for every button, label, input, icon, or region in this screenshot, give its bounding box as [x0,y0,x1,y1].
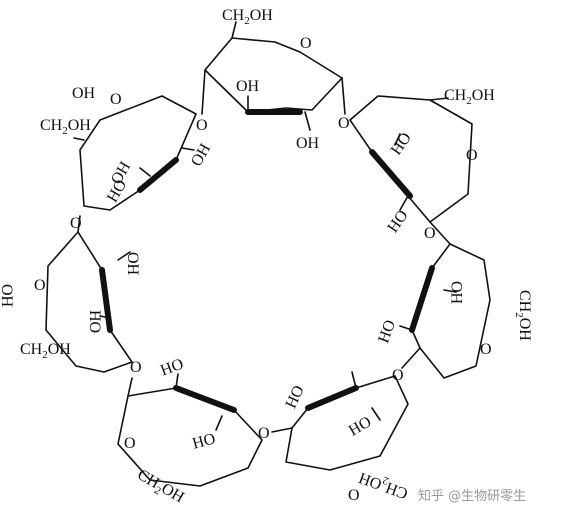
upper-left-oh-outer: OH [188,140,214,169]
upper-right-ch2-bond [429,97,449,101]
glucose-unit-top: CH2OH O OH OH O O [196,7,350,152]
top-ring [204,37,343,113]
lower-left-link [127,377,133,397]
right-bold-edge [409,265,435,333]
glucose-unit-upper-right: CH2OH O HO HO O [349,87,495,245]
lower-right-glycosidic-oxygen: O [258,425,270,442]
right-ring [411,243,491,379]
upper-right-glycosidic-oxygen: O [424,225,436,242]
top-link-right [341,77,346,115]
lower-left-bold-edge [173,385,237,413]
top-ch2-bond [231,21,237,39]
glucose-unit-lower-right: HO HO O CH2OH O [258,371,411,504]
upper-left-ring-oxygen: O [110,91,122,108]
right-oh2-bond [399,325,413,331]
upper-right-link [429,221,451,245]
glucose-unit-lower-left: HO HO O CH2OH O [117,356,263,509]
lower-left-oh1-bond [175,373,179,389]
top-glycosidic-oxygen-left: O [196,117,208,134]
upper-left-ch2oh-label: CH2OH [40,117,91,137]
left-bold-edge [99,267,113,333]
top-oh2-bond [304,111,311,131]
upper-right-ch2oh-label: CH2OH [444,87,495,107]
left-ch2oh-vertical: OH [0,284,15,308]
lower-left-ho-upper: HO [158,356,186,380]
lower-right-ch2oh-label: CH2OH [356,466,411,502]
lower-right-oh1-bond [351,371,357,389]
right-ch2oh-label: CH2OH [513,290,533,341]
right-ho-lower: HO [375,318,399,346]
lower-left-ho-lower: HO [191,430,218,452]
lower-right-ho-upper: HO [283,383,308,411]
top-oh-right: OH [296,135,320,152]
upper-right-ho-upper: HO [388,130,415,159]
right-glycosidic-oxygen: O [392,367,404,384]
top-ch2oh-label: CH2OH [222,7,273,27]
left-glycosidic-oxygen: O [70,215,82,232]
upper-right-oh2-bond [399,195,409,211]
glucose-unit-left: OH HO O OH CH2OH O [0,215,141,373]
lower-right-ring-oxygen: O [348,487,360,504]
right-oh1-bond [443,289,457,293]
upper-right-ring [349,95,473,223]
left-ring-oxygen: O [34,277,46,294]
upper-left-ch2oh-hydroxyl: OH [72,85,96,102]
upper-right-oh1-bond [394,133,401,146]
upper-right-ring-oxygen: O [466,147,478,164]
lower-left-ch2oh-label: CH2OH [133,466,187,509]
left-oh2-bond [99,315,111,319]
upper-right-bold-edge [369,149,413,199]
right-ring-oxygen: O [480,341,492,358]
upper-right-ho-lower: HO [385,207,412,236]
lower-right-oh2-bond [371,407,381,421]
top-oh-left: OH [236,78,260,95]
left-oh1-bond [117,251,131,261]
left-oh-upper: OH [124,252,141,276]
lower-right-ho-lower: HO [346,413,375,439]
lower-left-oh2-bond [215,415,223,431]
right-link [401,347,421,369]
lower-left-ring-oxygen: O [124,435,136,452]
lower-left-glycosidic-oxygen: O [130,359,142,376]
left-ho-lower: HO [86,310,103,333]
glucose-unit-right: CH2OH O HO HO O [375,243,533,384]
upper-left-ring [79,95,197,211]
left-ch2oh-label: CH2OH [20,341,71,361]
right-ho-upper: HO [449,281,466,304]
lower-right-bold-edge [305,385,359,411]
upper-left-oh2-bond [181,147,195,151]
watermark: 知乎 @生物研零生 [418,488,526,504]
left-link [77,215,81,233]
upper-left-bold-edge [137,157,179,193]
watermark-text: 知乎 @生物研零生 [418,488,526,504]
top-ring-oxygen: O [300,35,312,52]
glucose-unit-upper-left: OH OH HO O OH CH2OH [40,85,214,211]
upper-left-oh1-bond [139,167,151,177]
upper-left-ho-mid: HO [104,177,130,206]
lower-right-link [271,427,293,433]
top-link-left [201,69,206,115]
upper-left-ch2-bond [73,137,85,141]
top-glycosidic-oxygen-right: O [338,115,350,132]
